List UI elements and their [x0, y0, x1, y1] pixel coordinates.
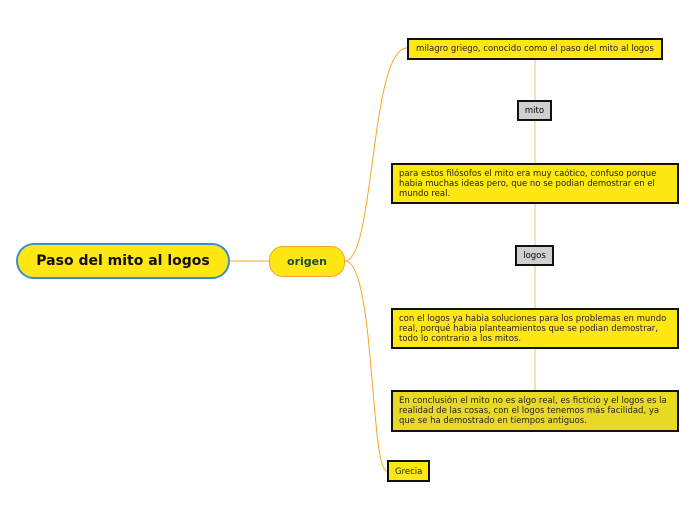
label-logos[interactable]: logos	[515, 245, 554, 266]
node-logos-soluciones[interactable]: con el logos ya habia soluciones para lo…	[391, 308, 679, 349]
node-conclusion[interactable]: En conclusión el mito no es algo real, e…	[391, 390, 679, 432]
node-mito-caotico[interactable]: para estos filósofos el mito era muy caó…	[391, 163, 679, 204]
root-topic[interactable]: Paso del mito al logos	[16, 243, 230, 279]
topic-origen[interactable]: origen	[269, 246, 345, 277]
node-milagro-griego[interactable]: milagro griego, conocido como el paso de…	[407, 38, 663, 60]
node-grecia[interactable]: Grecia	[387, 460, 430, 482]
label-mito[interactable]: mito	[517, 100, 552, 121]
